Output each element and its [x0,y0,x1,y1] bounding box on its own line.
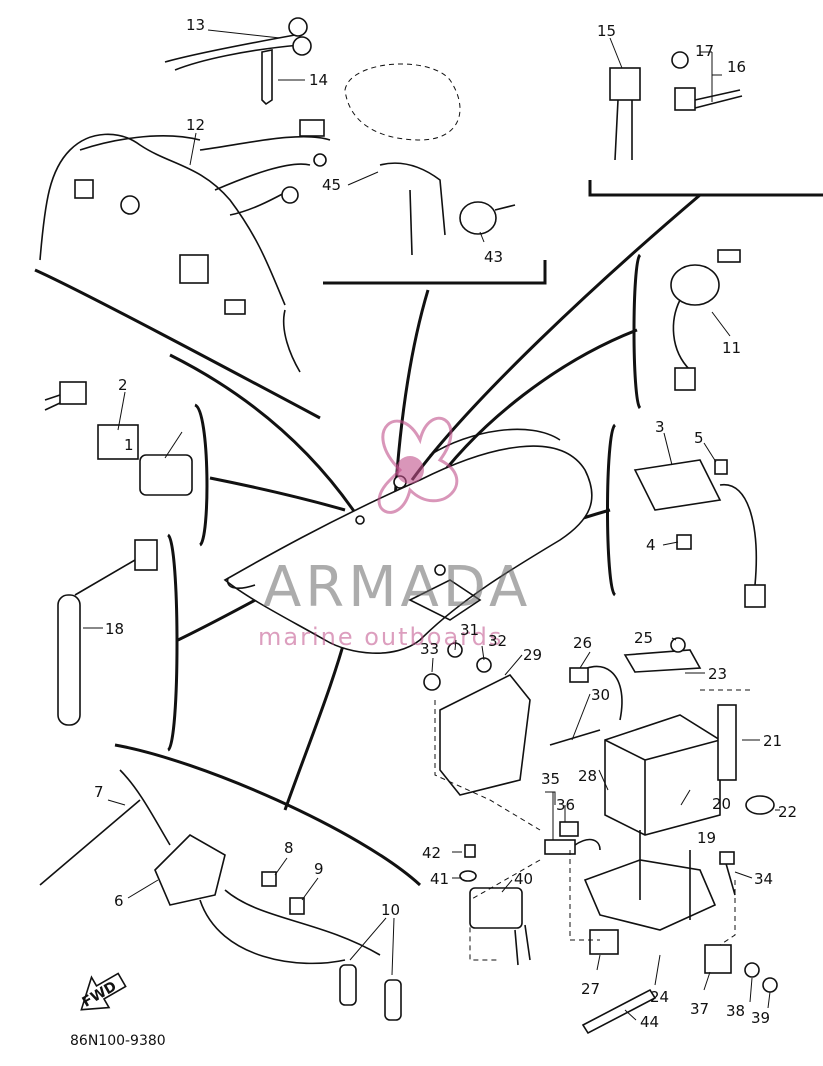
fuel-sender-illustration [57,539,158,726]
lead-relay-frame [410,193,701,481]
part-label-29: 29 [523,646,542,664]
part-label-28: 28 [578,767,597,785]
assembly-line-3 [569,850,600,941]
part-label-26: 26 [573,634,592,652]
wire-harness-illustration [39,119,331,373]
callout-leaders [83,29,780,1021]
part-label-32: 32 [488,632,507,650]
part-label-19: 19 [697,829,716,847]
ignition-coil-illustration [39,769,402,1021]
small-hardware-illustration [581,962,778,1035]
part-label-2: 2 [118,376,128,394]
bracket-cdi [193,403,209,547]
bracket-fuel-sender [166,533,179,752]
part-label-20: 20 [712,795,731,813]
part-label-39: 39 [751,1009,770,1027]
part-label-7: 7 [94,783,104,801]
part-label-37: 37 [690,1000,709,1018]
part-label-43: 43 [484,248,503,266]
relay-illustration [609,67,641,161]
lead-wire-illustration [164,17,312,71]
part-label-13: 13 [186,16,205,34]
part-label-22: 22 [778,803,797,821]
part-label-6: 6 [114,892,124,910]
watermark-brand: ARMADA [263,555,531,620]
part-label-45: 45 [322,176,341,194]
watermark: ARMADA marine outboards [258,416,531,651]
main-switch-illustration [670,249,741,391]
part-label-8: 8 [284,839,294,857]
assembly-line-5 [719,880,736,946]
rectifier-illustration [633,459,766,608]
bracket-handlebar-switch [323,260,547,285]
part-labels: 1 2 3 4 5 6 7 8 9 10 11 12 13 14 15 16 1… [94,16,797,1031]
fuse-holder-illustration [544,821,601,855]
frame-assembly [223,428,593,654]
lead-cdi-frame [209,476,346,512]
part-label-10: 10 [381,901,400,919]
lead-main-switch-frame [428,328,638,491]
part-label-11: 11 [722,339,741,357]
part-label-12: 12 [186,116,205,134]
assembly-line-1 [434,700,541,831]
part-label-41: 41 [430,870,449,888]
part-label-16: 16 [727,58,746,76]
diagram-code: 86N100-9380 [70,1033,166,1049]
bracket-wire-harness [34,268,321,420]
part-label-36: 36 [556,796,575,814]
part-label-30: 30 [591,686,610,704]
part-label-33: 33 [420,640,439,658]
watermark-tagline: marine outboards [258,623,503,651]
bracket-ignition-coil [114,743,422,887]
part-label-38: 38 [726,1002,745,1020]
cover-plate-illustration [423,642,531,796]
part-label-1: 1 [124,436,134,454]
lead-harness-frame [169,353,362,521]
starter-relay-illustration [459,844,531,966]
part-label-34: 34 [754,870,773,888]
part-label-44: 44 [640,1013,659,1031]
cable-tie-illustration [261,49,273,106]
assembly-line-2 [469,859,541,961]
part-label-31: 31 [460,621,479,639]
battery-leads-illustration [549,665,623,746]
part-label-42: 42 [422,844,441,862]
part-label-15: 15 [597,22,616,40]
battery-strap-illustration [623,637,702,673]
cdi-unit-illustration [44,381,193,496]
part-label-27: 27 [581,980,600,998]
bulb-socket-illustration [671,51,743,111]
part-label-3: 3 [655,418,665,436]
part-label-9: 9 [314,860,324,878]
part-label-14: 14 [309,71,328,89]
battery-box-illustration [583,830,736,974]
part-label-4: 4 [646,536,656,554]
bracket-relay-bulb [588,180,823,197]
part-label-24: 24 [650,988,669,1006]
part-label-40: 40 [514,870,533,888]
handlebar-switch-illustration [344,63,516,256]
part-label-5: 5 [694,429,704,447]
part-label-25: 25 [634,629,653,647]
part-label-17: 17 [695,42,714,60]
part-label-23: 23 [708,665,727,683]
battery-illustration [604,704,775,836]
forward-direction-arrow [80,972,127,1011]
part-label-21: 21 [763,732,782,750]
part-label-35: 35 [541,770,560,788]
part-label-18: 18 [105,620,124,638]
